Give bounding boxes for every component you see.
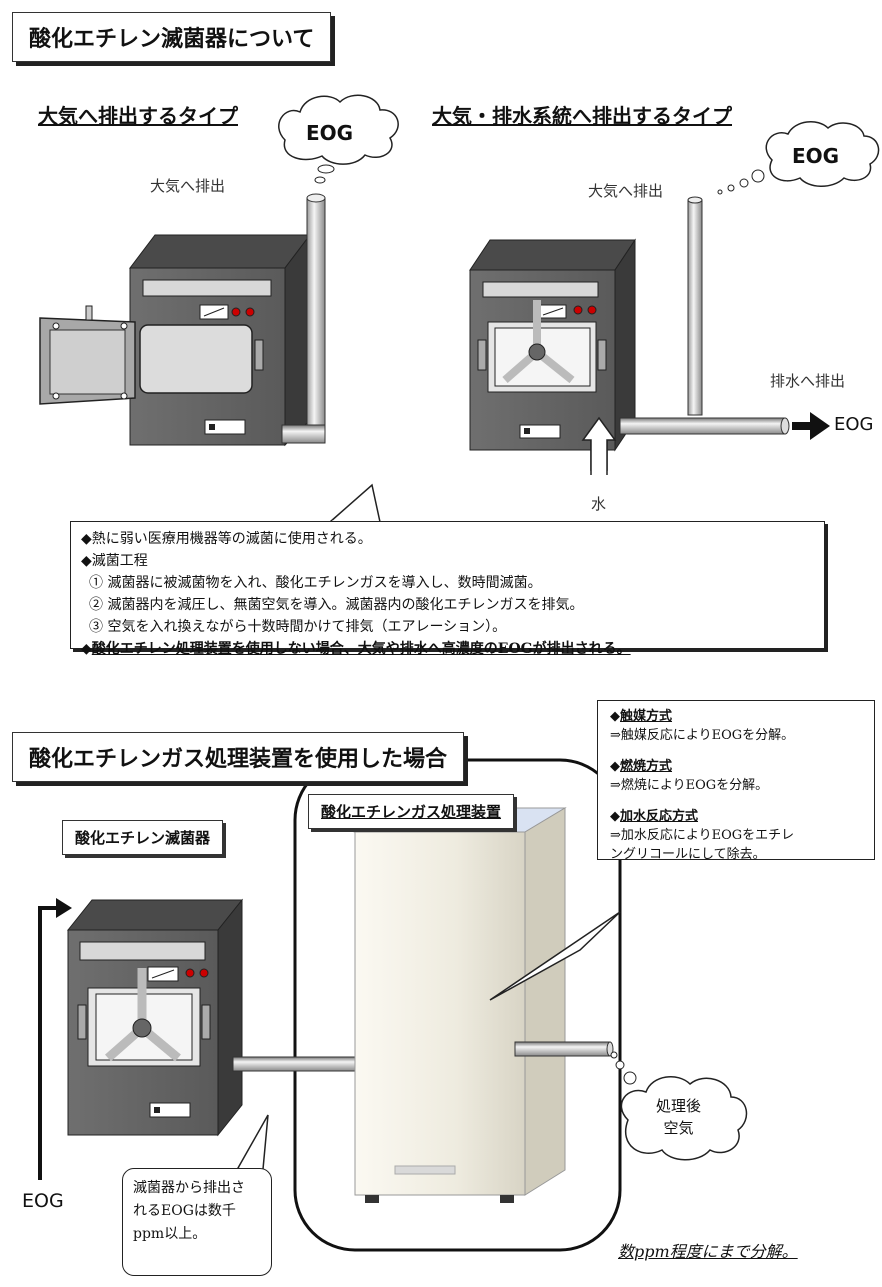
treated-air-cloud	[610, 1051, 748, 1161]
methods-callout-pointer	[489, 911, 621, 1001]
ppm-callout-line-1: 滅菌器から排出さ	[133, 1180, 245, 1196]
bottom-section-title: 酸化エチレンガス処理装置を使用した場合	[12, 732, 465, 782]
sterilizer-bottom-illustration	[66, 898, 244, 1137]
connecting-pipe-in	[232, 1056, 362, 1072]
type-atmosphere-label: 大気へ排出するタイプ	[38, 104, 238, 128]
sterilizer-open-door-illustration	[39, 233, 312, 447]
type-atmosphere-drain-label: 大気・排水系統へ排出するタイプ	[432, 104, 732, 128]
drain-pipe	[619, 417, 790, 435]
drain-arrow	[792, 412, 830, 440]
method-combustion: ◆燃焼方式	[610, 759, 673, 774]
info-line-usage: ◆熱に弱い医療用機器等の滅菌に使用される。	[81, 531, 372, 547]
treated-air-text: 処理後 空気	[656, 1095, 701, 1139]
page-title-text: 酸化エチレン滅菌器について	[29, 27, 315, 52]
processor-label-box: 酸化エチレンガス処理装置	[308, 794, 515, 829]
inlet-arrow	[38, 898, 72, 1180]
methods-box: ◆触媒方式 ⇒触媒反応によりEOGを分解。 ◆燃焼方式 ⇒燃焼によりEOGを分解…	[597, 700, 875, 862]
sterilizer-label: 酸化エチレン滅菌器	[75, 829, 211, 847]
info-warning-text: 酸化エチレン処理装置を使用しない場合、大気や排水へ高濃度のEOGが排出される。	[91, 641, 631, 657]
ppm-callout-line-3: ppm以上。	[133, 1226, 207, 1242]
page-title: 酸化エチレン滅菌器について	[12, 12, 332, 62]
info-step-3: ③ 空気を入れ換えながら十数時間かけて排気（エアレーション）。	[89, 619, 507, 635]
method-hydration-desc-1: ⇒加水反応によりEOGをエチレ	[610, 828, 795, 843]
method-catalyst-name: 触媒方式	[620, 709, 673, 724]
info-step-2: ② 滅菌器内を減圧し、無菌空気を導入。滅菌器内の酸化エチレンガスを排気。	[89, 597, 584, 613]
sterilizer-drain-illustration	[469, 238, 636, 452]
info-line-process-heading: ◆滅菌工程	[81, 553, 148, 569]
method-hydration-name: 加水反応方式	[620, 809, 699, 824]
connecting-pipe-out	[514, 1041, 614, 1057]
method-catalyst: ◆触媒方式	[610, 709, 673, 724]
method-combustion-name: 燃焼方式	[620, 759, 673, 774]
exhaust-pipe-right	[687, 196, 703, 416]
exhaust-pipe-left	[281, 193, 326, 444]
method-catalyst-desc: ⇒触媒反応によりEOGを分解。	[610, 728, 795, 743]
eog-cloud-right-text: EOG	[792, 144, 840, 168]
eog-cloud-left-text: EOG	[306, 121, 354, 145]
info-warning: ◆酸化エチレン処理装置を使用しない場合、大気や排水へ高濃度のEOGが排出される。	[81, 638, 824, 660]
process-info-box: ◆熱に弱い医療用機器等の滅菌に使用される。 ◆滅菌工程 ① 滅菌器に被滅菌物を入…	[70, 521, 825, 657]
exhaust-label-left: 大気へ排出	[150, 177, 226, 195]
drain-label: 排水へ排出	[770, 372, 846, 390]
water-label: 水	[591, 495, 607, 513]
info-warning-mark: ◆	[81, 641, 92, 657]
info-step-1: ① 滅菌器に被滅菌物を入れ、酸化エチレンガスを導入し、数時間滅菌。	[89, 575, 542, 591]
treated-air-line-1: 処理後	[656, 1097, 702, 1115]
processor-label: 酸化エチレンガス処理装置	[321, 803, 502, 821]
info-callout-pointer	[328, 483, 381, 524]
drain-eog-text: EOG	[834, 414, 874, 435]
method-combustion-desc: ⇒燃焼によりEOGを分解。	[610, 778, 769, 793]
eog-cloud-right	[717, 121, 880, 195]
method-hydration: ◆加水反応方式	[610, 809, 699, 824]
treated-air-line-2: 空気	[663, 1119, 694, 1137]
eog-cloud-left	[278, 94, 399, 184]
sterilizer-label-box: 酸化エチレン滅菌器	[62, 820, 224, 855]
method-hydration-desc-2: ングリコールにして除去。	[610, 847, 766, 862]
ppm-callout-box: 滅菌器から排出さ れるEOGは数千 ppm以上。	[122, 1168, 272, 1276]
ppm-callout-line-2: れるEOGは数千	[133, 1203, 236, 1219]
bottom-section-title-text: 酸化エチレンガス処理装置を使用した場合	[29, 747, 448, 772]
inlet-eog-text: EOG	[22, 1190, 64, 1212]
ethylene-oxide-processor-unit	[353, 807, 567, 1203]
result-text: 数ppm程度にまで分解。	[618, 1242, 798, 1261]
exhaust-label-right: 大気へ排出	[588, 182, 664, 200]
water-inlet-arrow	[581, 416, 617, 475]
